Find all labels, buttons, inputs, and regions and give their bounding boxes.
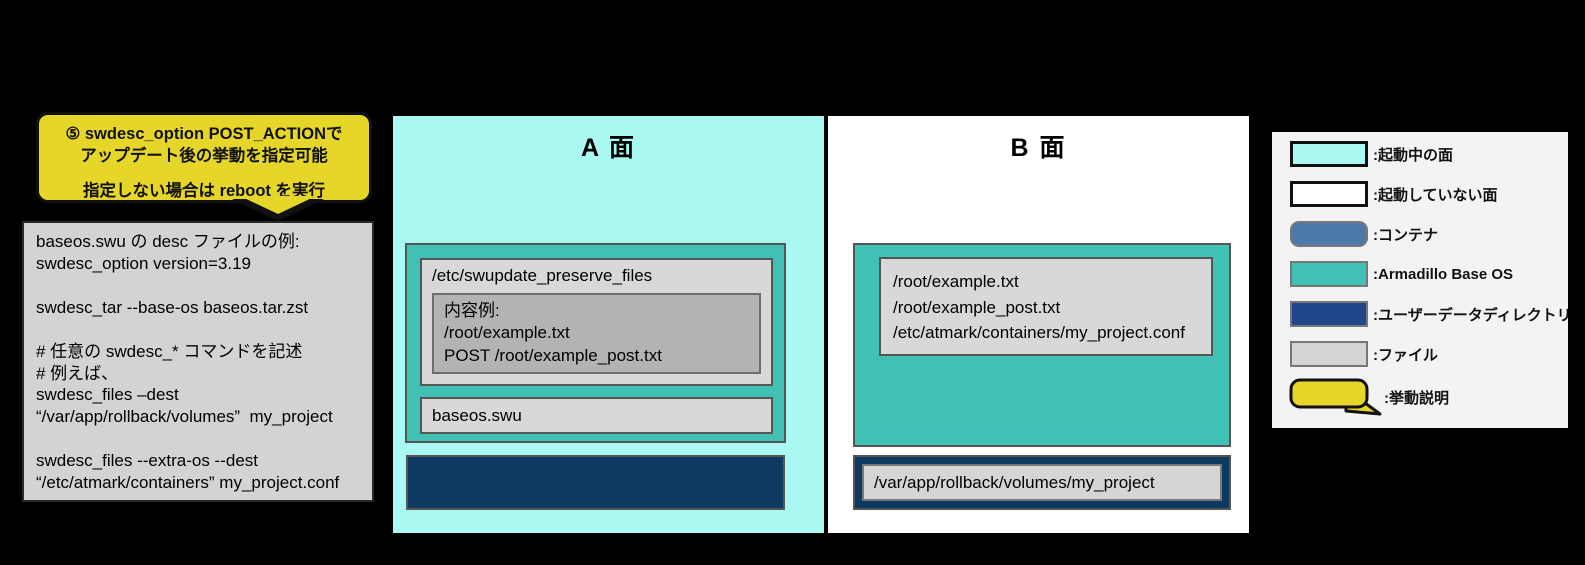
legend-label: :挙動説明 bbox=[1384, 389, 1449, 407]
side-b-files-box: /root/example.txt /root/example_post.txt… bbox=[879, 257, 1213, 356]
legend-row-base-os: :Armadillo Base OS bbox=[1290, 261, 1568, 287]
callout-gap bbox=[39, 168, 369, 180]
legend-panel: :起動中の面 :起動していない面 :コンテナ :Armadillo Base O… bbox=[1272, 132, 1572, 428]
content-line: POST /root/example_post.txt bbox=[444, 345, 662, 365]
desc-line bbox=[36, 275, 360, 297]
desc-line: swdesc_files --extra-os --dest bbox=[36, 451, 259, 471]
content-line: 内容例: bbox=[444, 301, 500, 320]
desc-line: swdesc_files –dest bbox=[36, 385, 179, 405]
legend-row-active-side: :起動中の面 bbox=[1290, 141, 1568, 167]
user-data-volume-path-box: /var/app/rollback/volumes/my_project bbox=[862, 464, 1222, 501]
behavior-callout-bubble: ⑤ swdesc_option POST_ACTIONで アップデート後の挙動を… bbox=[36, 112, 372, 203]
preserve-file-name: /etc/swupdate_preserve_files bbox=[432, 266, 653, 285]
side-b-user-data-block: /var/app/rollback/volumes/my_project bbox=[853, 455, 1231, 510]
legend-row-inactive-side: :起動していない面 bbox=[1290, 181, 1568, 207]
file-path: /etc/atmark/containers/my_project.conf bbox=[893, 323, 1185, 342]
partition-panels: A 面 /etc/swupdate_preserve_files 内容例: /r… bbox=[390, 113, 1252, 536]
callout-line: ⑤ swdesc_option POST_ACTIONで bbox=[65, 125, 343, 143]
content-line: /root/example.txt bbox=[444, 323, 570, 343]
callout-line: アップデート後の挙動を指定可能 bbox=[80, 147, 328, 166]
desc-line: “/var/app/rollback/volumes” my_project bbox=[36, 407, 333, 427]
legend-row-container: :コンテナ bbox=[1290, 221, 1568, 247]
desc-line: swdesc_tar --base-os baseos.tar.zst bbox=[36, 297, 309, 317]
side-b-base-os-block: /root/example.txt /root/example_post.txt… bbox=[853, 243, 1231, 447]
desc-line: “/etc/atmark/containers” my_project.conf bbox=[36, 473, 340, 493]
base-os-swatch bbox=[1290, 261, 1368, 287]
callout-tail-fill bbox=[240, 196, 316, 214]
container-swatch bbox=[1290, 221, 1368, 247]
desc-line bbox=[36, 319, 360, 341]
file-path: /root/example_post.txt bbox=[893, 297, 1061, 317]
desc-file-example-box: baseos.swu の desc ファイルの例: swdesc_option … bbox=[22, 221, 374, 502]
legend-label: :起動中の面 bbox=[1373, 146, 1453, 164]
desc-line: # 任意の swdesc_* コマンドを記述 bbox=[36, 341, 303, 361]
side-a-panel: A 面 /etc/swupdate_preserve_files 内容例: /r… bbox=[393, 116, 824, 533]
side-a-user-data-block bbox=[406, 455, 785, 510]
swupdate-preserve-files-box: /etc/swupdate_preserve_files 内容例: /root/… bbox=[420, 258, 773, 386]
desc-line: # 例えば、 bbox=[36, 363, 119, 383]
active-side-swatch bbox=[1290, 141, 1368, 167]
side-b-panel: B 面 /root/example.txt /root/example_post… bbox=[824, 116, 1249, 533]
side-a-base-os-block: /etc/swupdate_preserve_files 内容例: /root/… bbox=[405, 243, 786, 443]
desc-line: swdesc_option version=3.19 bbox=[36, 253, 251, 273]
user-data-swatch bbox=[1290, 301, 1368, 327]
legend-row-file: :ファイル bbox=[1290, 341, 1568, 367]
legend-label: :ユーザーデータディレクトリ bbox=[1373, 306, 1572, 324]
inactive-side-swatch bbox=[1290, 181, 1368, 207]
baseos-swu-file-box: baseos.swu bbox=[420, 397, 773, 434]
legend-label: :コンテナ bbox=[1373, 226, 1438, 244]
desc-line: baseos.swu の desc ファイルの例: bbox=[36, 232, 300, 251]
legend-label: :ファイル bbox=[1373, 346, 1438, 364]
behavior-note-bubble-icon bbox=[1289, 378, 1382, 416]
legend-row-behavior-note: :挙動説明 bbox=[1289, 378, 1568, 416]
side-b-title: B 面 bbox=[1010, 134, 1067, 162]
file-swatch bbox=[1290, 341, 1368, 367]
callout-line: 指定しない場合は reboot を実行 bbox=[83, 181, 325, 200]
legend-row-user-data: :ユーザーデータディレクトリ bbox=[1290, 301, 1572, 327]
side-a-title: A 面 bbox=[580, 134, 637, 162]
legend-label: :Armadillo Base OS bbox=[1373, 265, 1514, 283]
file-path: /root/example.txt bbox=[893, 272, 1019, 291]
preserve-file-content-box: 内容例: /root/example.txt POST /root/exampl… bbox=[432, 293, 761, 375]
legend-label: :起動していない面 bbox=[1373, 186, 1498, 204]
desc-line bbox=[36, 428, 360, 450]
